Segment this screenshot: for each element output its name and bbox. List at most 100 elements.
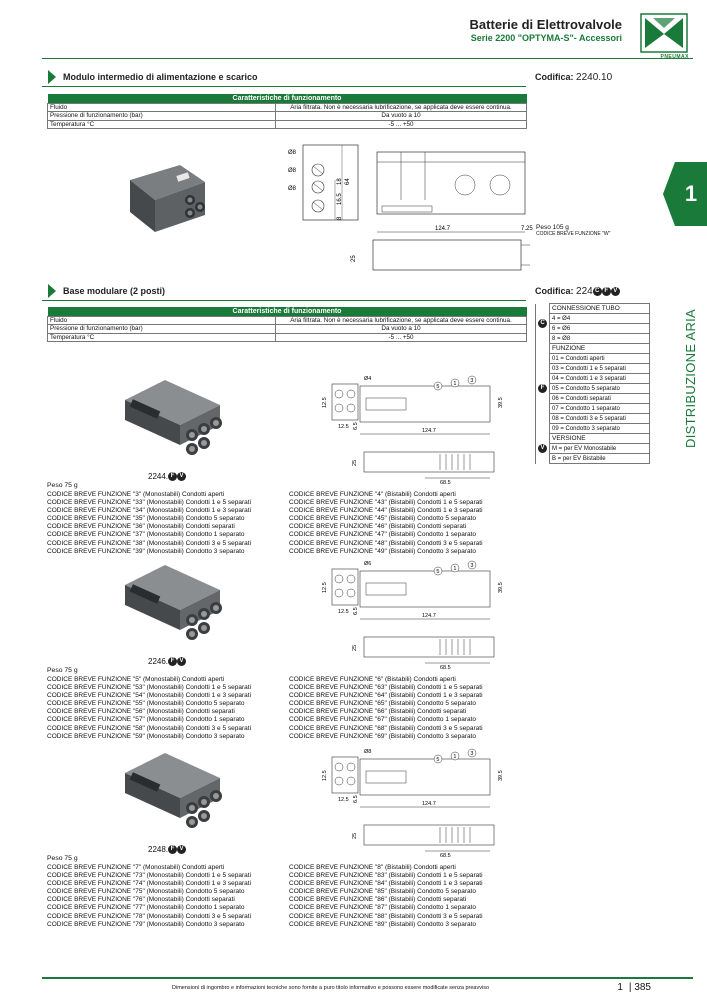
list-item: CODICE BREVE FUNZIONE "74" (Monostabili)… xyxy=(47,880,252,888)
dim-w1: 12.5 xyxy=(338,797,349,803)
page-subtitle: Serie 2200 "OPTYMA-S"- Accessori xyxy=(470,33,622,43)
mark-v-badge: V xyxy=(538,444,547,453)
list-item: CODICE BREVE FUNZIONE "83" (Bistabili) C… xyxy=(289,872,483,880)
list-item: CODICE BREVE FUNZIONE "6" (Bistabili) Co… xyxy=(289,676,456,683)
codifica-prefix: 224 xyxy=(576,286,593,297)
table-row: Pressione di funzionamento (bar) Da vuot… xyxy=(47,111,527,121)
characteristics-table: Caratteristiche di funzionamento Fluido … xyxy=(47,94,527,129)
list-item: CODICE BREVE FUNZIONE "77" (Monostabili)… xyxy=(47,904,245,912)
group-head: CONNESSIONE TUBO xyxy=(549,303,650,314)
page-number: 1| 385 xyxy=(617,982,651,993)
footer-page-value: 385 xyxy=(634,982,651,993)
code-row: 6 = Ø6 xyxy=(536,323,650,334)
characteristics-table: Caratteristiche di funzionamento Fluido … xyxy=(47,307,527,342)
variant-weight: Peso 75 g xyxy=(47,855,78,862)
mark-f-badge: F xyxy=(168,845,178,855)
side-label-text: DISTRIBUZIONE ARIA xyxy=(683,308,698,448)
table-header: Caratteristiche di funzionamento xyxy=(47,94,527,103)
logo-text: PNEUMAX xyxy=(660,54,689,60)
table-row: Temperatura °C -5 ... +50 xyxy=(47,332,527,342)
list-item: CODICE BREVE FUNZIONE "55" (Monostabili)… xyxy=(47,700,245,708)
list-item: CODICE BREVE FUNZIONE "79" (Monostabili)… xyxy=(47,920,245,928)
port-label: 3 xyxy=(470,378,473,384)
code-row: M = per EV Monostabile xyxy=(536,443,650,454)
dim-h4: 8 xyxy=(337,216,343,220)
bi-code-list: CODICE BREVE FUNZIONE "4" (Bistabili) Co… xyxy=(289,491,483,556)
row-label: Pressione di funzionamento (bar) xyxy=(47,111,276,121)
dim-d2: Ø8 xyxy=(288,168,297,174)
mono-code-list: CODICE BREVE FUNZIONE "3" (Monostabili) … xyxy=(47,491,251,556)
intermediate-module-drawing: Ø8 Ø8 Ø8 64 18 16.5 8 124.7 7.25 25 xyxy=(288,144,533,271)
code-row: 4 = Ø4 xyxy=(536,313,650,324)
list-item: CODICE BREVE FUNZIONE "53" (Monostabili)… xyxy=(47,684,252,692)
pneumax-logo xyxy=(640,13,688,53)
list-item: CODICE BREVE FUNZIONE "36" (Monostabili)… xyxy=(47,523,235,531)
list-item: CODICE BREVE FUNZIONE "48" (Bistabili) C… xyxy=(289,539,483,547)
mark-c-badge: C xyxy=(592,287,602,297)
dim-diameter: Ø4 xyxy=(364,376,371,382)
mark-c-badge: C xyxy=(538,319,547,328)
mark-v-badge: V xyxy=(610,287,620,297)
code-item: 04 = Condotti 1 e 3 separati xyxy=(549,373,650,384)
list-item: CODICE BREVE FUNZIONE "64" (Bistabili) C… xyxy=(289,692,483,700)
list-item: CODICE BREVE FUNZIONE "85" (Bistabili) C… xyxy=(289,888,477,896)
section-rule xyxy=(42,86,526,87)
dim-d3: Ø8 xyxy=(288,186,297,192)
code-row: 07 = Condotto 1 separato xyxy=(536,403,650,414)
code-row: 06 = Condotti separati xyxy=(536,393,650,404)
bi-code-list: CODICE BREVE FUNZIONE "6" (Bistabili) Co… xyxy=(289,676,483,741)
list-item: CODICE BREVE FUNZIONE "57" (Monostabili)… xyxy=(47,716,245,724)
row-label: Pressione di funzionamento (bar) xyxy=(47,324,276,334)
weight-note: CODICE BREVE FUNZIONE "W" xyxy=(536,231,611,237)
codifica-label: Codifica: xyxy=(535,72,574,82)
dim-h2: 18 xyxy=(337,178,343,185)
base-module-image xyxy=(125,380,222,455)
dim-h5: 25 xyxy=(351,255,357,262)
list-item: CODICE BREVE FUNZIONE "45" (Bistabili) C… xyxy=(289,515,477,523)
list-item: CODICE BREVE FUNZIONE "68" (Bistabili) C… xyxy=(289,724,483,732)
mark-f-badge: F xyxy=(601,287,611,297)
code-row: B = per EV Bistabile xyxy=(536,453,650,464)
code-row: 01 = Condotti aperti xyxy=(536,353,650,364)
dim-diameter: Ø6 xyxy=(364,561,371,567)
list-item: CODICE BREVE FUNZIONE "47" (Bistabili) C… xyxy=(289,531,477,539)
list-item: CODICE BREVE FUNZIONE "8" (Bistabili) Co… xyxy=(289,864,456,871)
dim-d1: Ø8 xyxy=(288,150,297,156)
dim-h2: 39.5 xyxy=(498,770,504,781)
row-label: Fluido xyxy=(47,315,276,325)
code-row: 03 = Condotti 1 e 5 separati xyxy=(536,363,650,374)
code-item: 03 = Condotti 1 e 5 separati xyxy=(549,363,650,374)
port-label: 5 xyxy=(436,569,439,575)
dim-h1: 12.5 xyxy=(322,770,328,781)
mark-f-badge: F xyxy=(168,472,178,482)
page-title: Batterie di Elettrovalvole xyxy=(469,17,622,32)
dim-w3: 124.7 xyxy=(422,613,436,619)
list-item: CODICE BREVE FUNZIONE "37" (Monostabili)… xyxy=(47,531,245,539)
section-arrow-icon xyxy=(48,284,56,298)
list-item: CODICE BREVE FUNZIONE "59" (Monostabili)… xyxy=(47,732,245,740)
port-label: 5 xyxy=(436,384,439,390)
codifica: Codifica: 2240.10 xyxy=(535,72,612,83)
code-item: 08 = Condotti 3 e 5 separati xyxy=(549,413,650,424)
port-label: 1 xyxy=(453,381,456,387)
dim-h3: 16.5 xyxy=(337,193,343,205)
list-item: CODICE BREVE FUNZIONE "54" (Monostabili)… xyxy=(47,692,252,700)
dim-w4: 68.5 xyxy=(440,853,451,859)
dim-h3: 25 xyxy=(352,833,358,839)
table-row: Fluido Aria filtrata. Non è necessaria l… xyxy=(47,102,527,112)
list-item: CODICE BREVE FUNZIONE "56" (Monostabili)… xyxy=(47,708,235,716)
dim-w2: 6.5 xyxy=(353,607,359,615)
list-item: CODICE BREVE FUNZIONE "66" (Bistabili) C… xyxy=(289,708,467,716)
chapter-tab[interactable]: 1 xyxy=(675,162,707,226)
table-row: Temperatura °C -5 ... +50 xyxy=(47,119,527,129)
group-head: FUNZIONE xyxy=(549,343,650,354)
code-item: 01 = Condotti aperti xyxy=(549,353,650,364)
list-item: CODICE BREVE FUNZIONE "58" (Monostabili)… xyxy=(47,724,252,732)
list-item: CODICE BREVE FUNZIONE "5" (Monostabili) … xyxy=(47,676,225,683)
list-item: CODICE BREVE FUNZIONE "7" (Monostabili) … xyxy=(47,864,225,871)
